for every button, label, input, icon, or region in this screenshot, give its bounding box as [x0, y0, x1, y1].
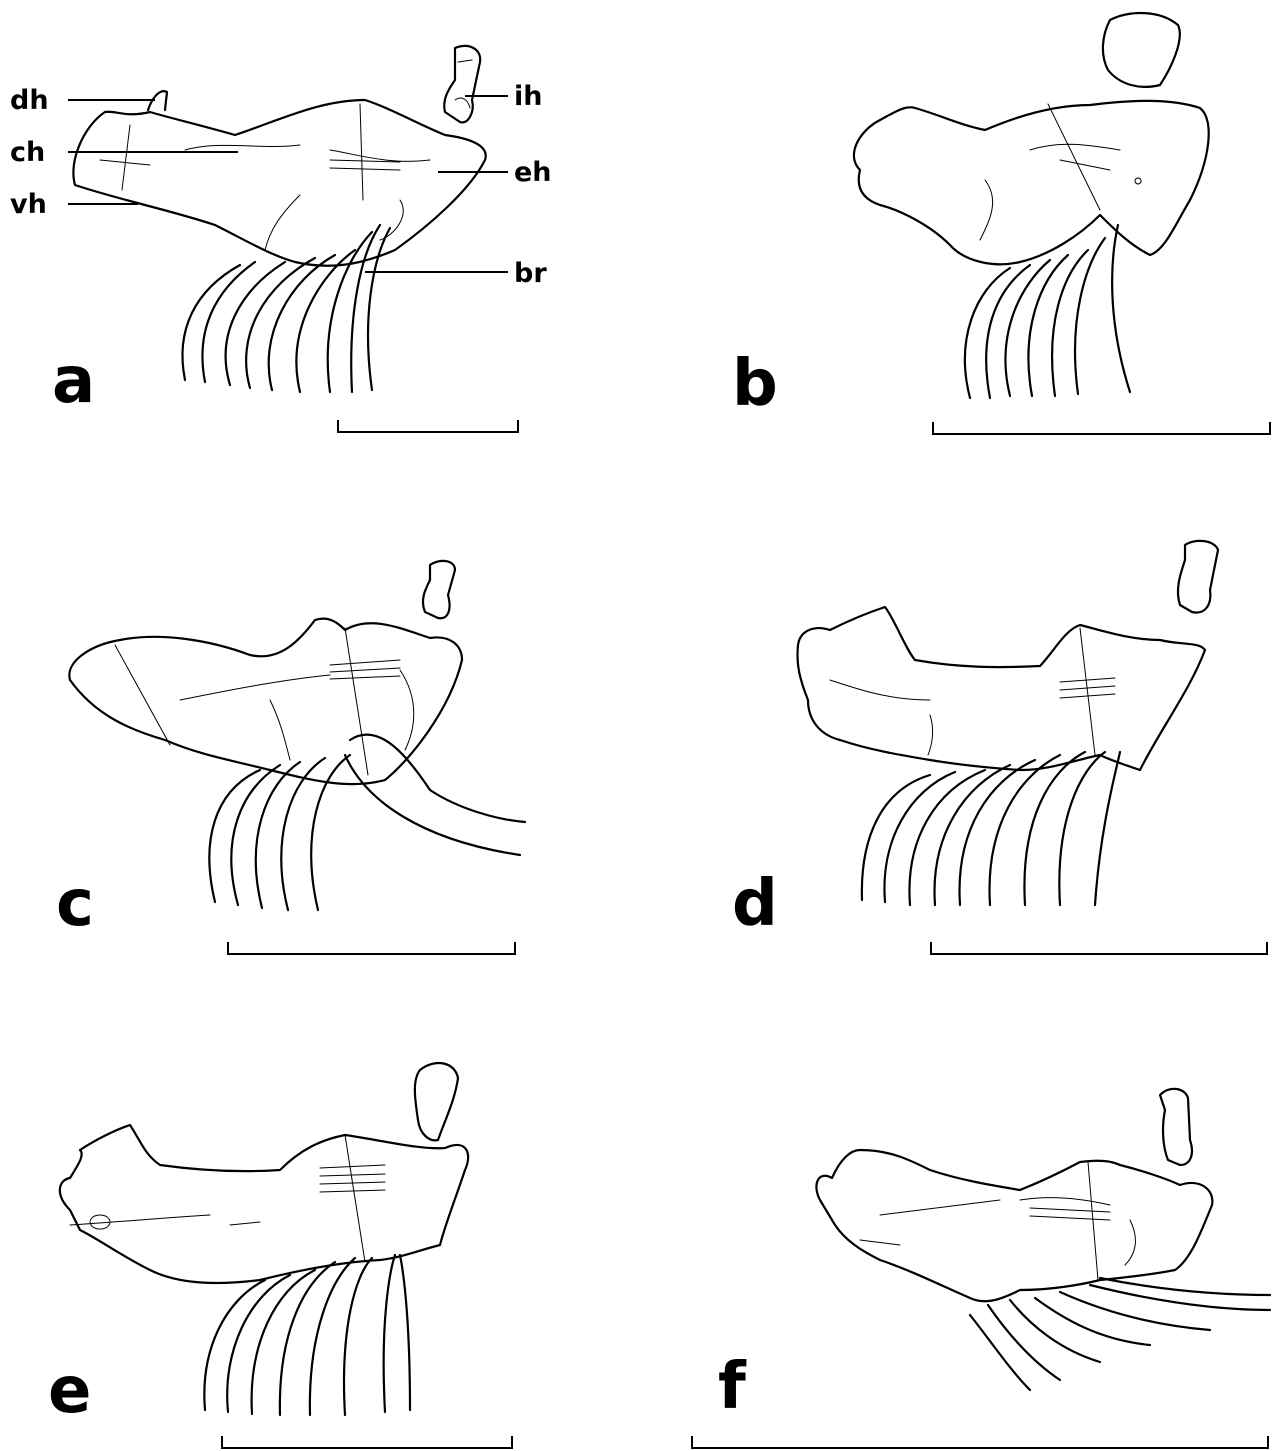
scale-bar	[931, 942, 1267, 954]
interhyal	[415, 1063, 458, 1140]
panel-letter: d	[732, 867, 778, 941]
panel-c: c	[56, 561, 525, 954]
hyoid-arch-outline	[73, 100, 485, 266]
branchiostegal-rays	[204, 1255, 410, 1415]
label-vh: vh	[10, 189, 47, 220]
hyoid-arch-outline	[797, 607, 1205, 770]
scale-bar	[933, 422, 1270, 434]
interhyal	[1103, 13, 1180, 87]
interhyal	[444, 46, 480, 122]
scale-bar	[222, 1436, 512, 1448]
panel-f: f	[692, 1089, 1270, 1448]
interhyal	[1160, 1089, 1192, 1165]
interhyal	[423, 561, 455, 618]
label-br: br	[514, 258, 547, 289]
panel-letter: b	[732, 347, 778, 421]
label-ih: ih	[514, 81, 542, 112]
panel-letter: a	[52, 344, 95, 418]
panel-letter: f	[718, 1350, 747, 1424]
label-eh: eh	[514, 157, 552, 188]
panel-a: dh ch vh ih eh br a	[10, 46, 552, 432]
scale-bar	[338, 420, 518, 432]
panel-d: d	[732, 541, 1267, 954]
scale-bar	[692, 1436, 1268, 1448]
label-ch: ch	[10, 137, 45, 168]
branchiostegal-rays	[182, 225, 390, 392]
panel-letter: c	[56, 867, 94, 941]
panel-e: e	[48, 1063, 512, 1448]
hyoid-arch-outline	[854, 101, 1209, 264]
branchiostegal-rays	[965, 225, 1130, 398]
hyoid-arch-outline	[60, 1125, 468, 1283]
branchiostegal-rays	[970, 1278, 1270, 1390]
panel-b: b	[732, 13, 1270, 434]
interhyal	[1178, 541, 1218, 613]
branchiostegal-rays	[209, 735, 525, 910]
scale-bar	[228, 942, 515, 954]
branchiostegal-rays	[862, 752, 1120, 905]
panel-letter: e	[48, 1354, 91, 1428]
hyoid-arch-outline	[69, 619, 462, 785]
label-dh: dh	[10, 85, 49, 116]
hyoid-arch-outline	[816, 1150, 1212, 1301]
